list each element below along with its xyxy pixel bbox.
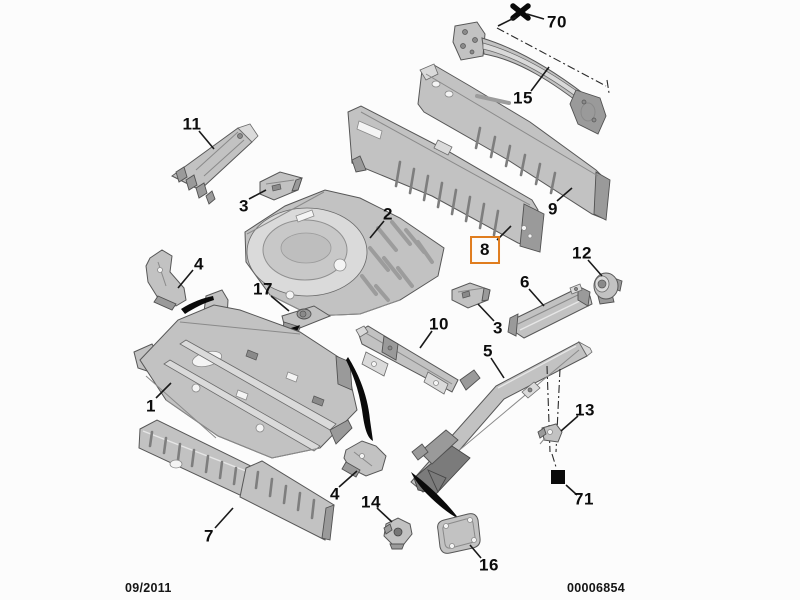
callout-16[interactable]: 16 [479,555,499,575]
part-13-retaining-bracket [537,423,563,445]
part-3-upper-corner-piece [259,171,303,201]
callout-3a[interactable]: 3 [239,196,249,216]
callout-15[interactable]: 15 [513,88,533,108]
part-4-left-bracket [145,249,187,311]
part-11-sill-rail [171,123,259,205]
part-6-rail-channel [507,283,593,339]
callout-6[interactable]: 6 [520,272,530,292]
fitment-dash-lines-13 [546,365,561,468]
callout-10[interactable]: 10 [429,314,449,334]
fastener-70-clip-icon [510,3,531,21]
part-12-bushing-mount [593,272,623,305]
callout-8[interactable]: 8 [470,236,500,264]
callout-17[interactable]: 17 [253,279,273,299]
part-1-main-floor-panel [133,289,358,459]
direction-arrow-4-right [346,357,373,441]
part-8-rear-panel-inner [347,105,545,253]
footer-doc-number: 00006854 [567,581,626,595]
part-10-crossmember-rail [355,325,459,395]
part-14-support-bracket [383,517,413,550]
part-9-rear-panel-outer [417,63,611,221]
marker-71-square [551,470,565,484]
part-3-lower-corner-piece [451,282,491,309]
part-2-rear-floor-wheel-well [244,189,445,317]
callout-2[interactable]: 2 [383,204,393,224]
callout-1[interactable]: 1 [146,396,156,416]
callout-71[interactable]: 71 [574,489,594,509]
callout-4b[interactable]: 4 [330,484,340,504]
part-7-heel-board-panel [138,419,335,541]
callout-70[interactable]: 70 [547,12,567,32]
direction-arrow-4-left [181,296,214,314]
callout-7[interactable]: 7 [204,526,214,546]
footer-date: 09/2011 [125,581,172,595]
callout-3b[interactable]: 3 [493,318,503,338]
part-5-side-member-rail [410,340,593,495]
callout-9[interactable]: 9 [548,199,558,219]
direction-arrow-16 [411,472,459,519]
part-16-closing-plate [437,513,481,554]
callout-4a[interactable]: 4 [194,254,204,274]
part-4-right-bracket [341,440,387,478]
callout-5[interactable]: 5 [483,341,493,361]
part-15-bumper-beam [452,21,607,135]
fitment-dash-lines-70 [496,27,610,94]
callout-12[interactable]: 12 [572,243,592,263]
callout-13[interactable]: 13 [575,400,595,420]
callout-11[interactable]: 11 [182,114,202,134]
part-17-mounting-bracket [281,305,332,334]
callout-14[interactable]: 14 [361,492,381,512]
